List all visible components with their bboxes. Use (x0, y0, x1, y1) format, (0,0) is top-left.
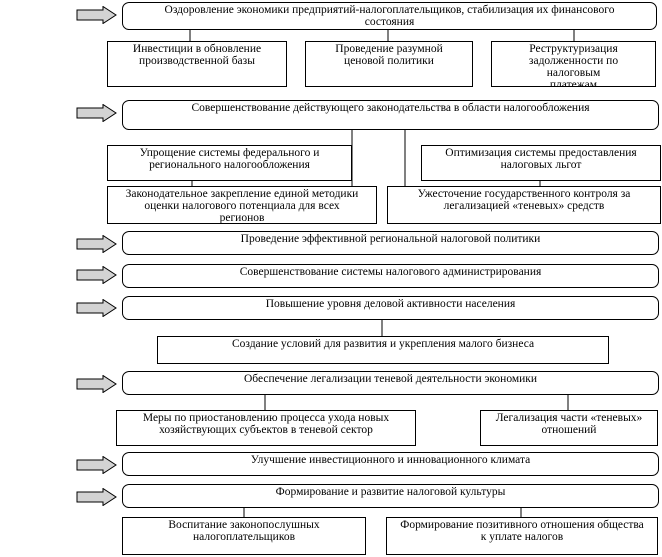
measure-box-shadow-relations: Легализация части «теневых» отношений (480, 410, 658, 446)
block-arrow-icon (76, 375, 117, 393)
measure-box-price-policy: Проведение разумной ценовой политики (305, 41, 473, 87)
measure-box-shadow-prevention: Меры по приостановлению процесса ухода н… (116, 410, 416, 446)
block-arrow-icon (76, 299, 117, 317)
measure-box-tax-benefits: Оптимизация системы предоставления налог… (421, 145, 661, 181)
block-arrow-icon (76, 104, 117, 122)
direction-box-business-activity: Повышение уровня деловой активности насе… (122, 296, 659, 320)
measure-box-lawful-taxpayers: Воспитание законопослушных налогоплатель… (122, 517, 366, 555)
measure-box-small-business: Создание условий для развития и укреплен… (157, 336, 609, 364)
measure-box-state-control: Ужесточение государственного контроля за… (387, 186, 661, 224)
direction-box-investment-climate: Улучшение инвестиционного и инновационно… (122, 452, 659, 476)
measure-box-tax-potential-method: Законодательное закрепление единой метод… (107, 186, 377, 224)
measure-box-positive-attitude: Формирование позитивного отношения общес… (386, 517, 658, 555)
direction-box-economy-recovery: Оздоровление экономики предприятий-налог… (122, 2, 657, 30)
block-arrow-icon (76, 456, 117, 474)
block-arrow-icon (76, 488, 117, 506)
direction-box-shadow-legalization: Обеспечение легализации теневой деятельн… (122, 371, 659, 395)
measure-box-investment: Инвестиции в обновление производственной… (107, 41, 287, 87)
block-arrow-icon (76, 266, 117, 284)
block-arrow-icon (76, 6, 117, 24)
direction-box-tax-administration: Совершенствование системы налогового адм… (122, 264, 659, 288)
measure-box-debt-restructuring: Реструктуризация задолженности по налого… (491, 41, 656, 87)
direction-box-regional-policy: Проведение эффективной региональной нало… (122, 231, 659, 255)
measure-box-simplification: Упрощение системы федерального и региона… (107, 145, 352, 181)
block-arrow-icon (76, 235, 117, 253)
direction-box-legislation: Совершенствование действующего законодат… (122, 100, 659, 130)
direction-box-tax-culture: Формирование и развитие налоговой культу… (122, 484, 659, 508)
